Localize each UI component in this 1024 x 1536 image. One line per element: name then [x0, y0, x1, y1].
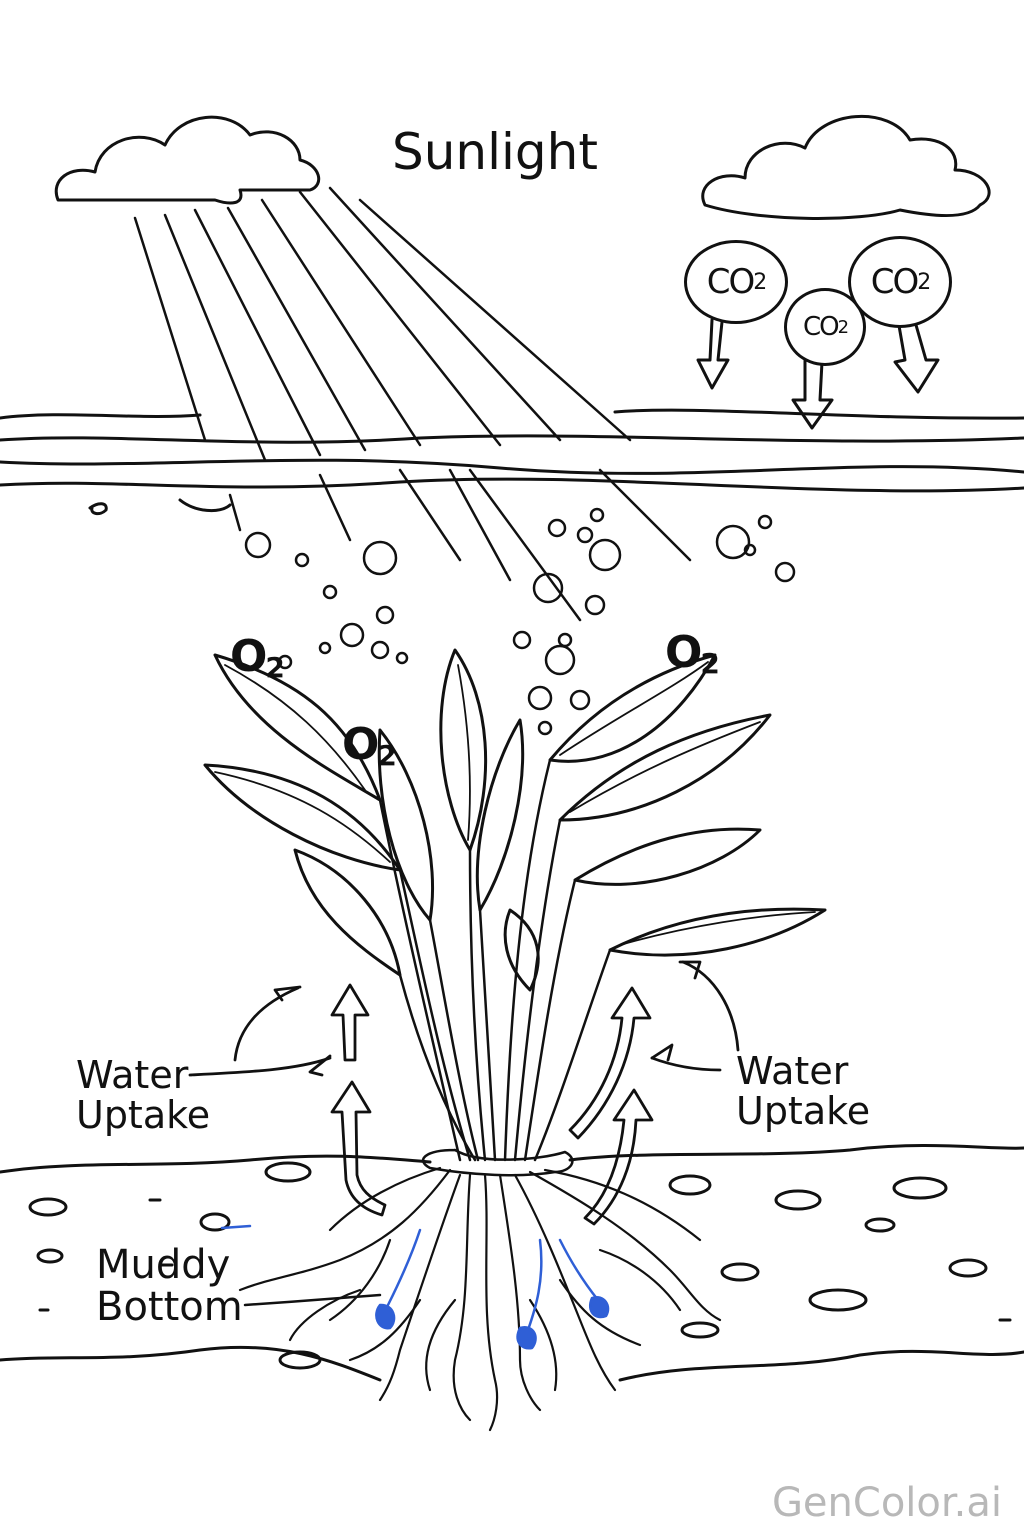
water-surface — [0, 408, 1024, 516]
o2-text: O — [342, 719, 379, 771]
water-uptake-label-right: Water Uptake — [736, 1049, 871, 1133]
water-uptake-label-left: Water Uptake — [76, 1053, 211, 1137]
o2-text: O — [230, 631, 267, 683]
muddy-bottom — [0, 1143, 1024, 1382]
o2-subscript: 2 — [700, 647, 720, 681]
co2-text: CO — [802, 312, 840, 342]
o2-label: O2 — [230, 588, 285, 685]
co2-subscript: 2 — [837, 316, 850, 338]
co2-subscript: 2 — [917, 269, 931, 295]
sunlight-label: Sunlight — [392, 123, 598, 181]
oxygen-bubbles — [244, 507, 796, 736]
o2-subscript: 2 — [377, 739, 397, 773]
plant-stems — [378, 758, 612, 1177]
o2-label: O2 — [342, 676, 397, 773]
plant-roots — [238, 1166, 722, 1432]
co2-text: CO — [706, 262, 755, 302]
o2-text: O — [665, 627, 702, 679]
muddy-bottom-label: Muddy Bottom — [96, 1242, 243, 1330]
o2-subscript: 2 — [265, 651, 285, 685]
co2-arrows — [696, 316, 940, 430]
plant-leaves — [203, 648, 827, 992]
cloud-right — [701, 114, 991, 220]
water-uptake-arrows — [188, 960, 740, 1226]
sun-rays — [133, 186, 692, 622]
cloud-left — [54, 115, 321, 205]
co2-subscript: 2 — [753, 269, 767, 295]
co2-text: CO — [870, 262, 919, 302]
brand-watermark: GenColor.ai — [771, 1480, 1002, 1526]
o2-label: O2 — [665, 584, 720, 681]
root-tips — [375, 1228, 610, 1350]
